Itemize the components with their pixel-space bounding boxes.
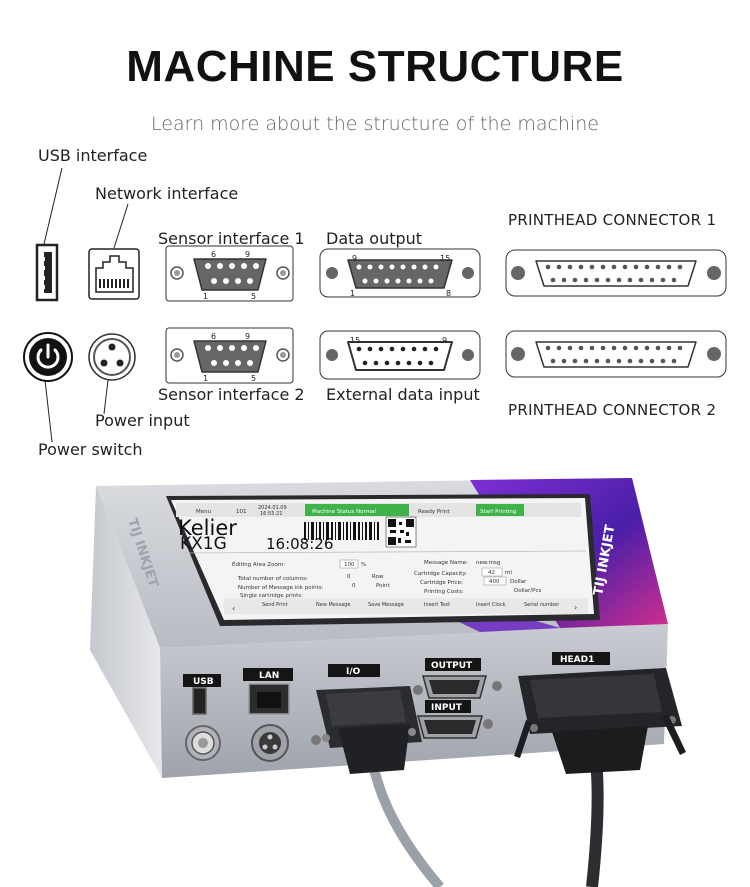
svg-text:I/O: I/O (346, 667, 361, 677)
printhead-connector-2-icon (505, 330, 727, 378)
svg-text:Number of Message ink points:: Number of Message ink points: (238, 585, 324, 591)
svg-text:400: 400 (489, 579, 500, 585)
svg-text:LAN: LAN (259, 671, 279, 681)
svg-text:INPUT: INPUT (431, 703, 463, 713)
sensor-interface-2-icon: 6 9 1 5 (165, 327, 294, 384)
svg-text:0: 0 (352, 583, 356, 589)
power-switch-icon (23, 332, 73, 382)
power-switch-label: Power switch (38, 440, 143, 459)
svg-text:1: 1 (203, 292, 208, 301)
printhead-connector-1-label: PRINTHEAD CONNECTOR 1 (508, 211, 717, 229)
svg-text:Insert Text: Insert Text (424, 602, 450, 608)
svg-text:‹: ‹ (232, 604, 235, 613)
svg-text:HEAD1: HEAD1 (560, 655, 594, 665)
screen-texts: Menu 101 2024.01.09 16:55:21 Machine Sta… (178, 505, 577, 613)
svg-text:KX1G: KX1G (180, 534, 227, 554)
svg-text:new.msg: new.msg (476, 560, 500, 566)
usb-port-icon (35, 243, 59, 302)
svg-text:Save Message: Save Message (368, 602, 404, 608)
svg-text:16:08:26: 16:08:26 (266, 535, 333, 553)
power-input-label: Power input (95, 411, 190, 430)
svg-text:8: 8 (446, 289, 451, 298)
svg-text:Editing Area Zoom:: Editing Area Zoom: (232, 562, 285, 568)
printer-controller-photo: Menu 101 2024.01.09 16:55:21 Machine Sta… (90, 478, 686, 887)
svg-text:9: 9 (245, 332, 250, 341)
external-data-input-label: External data input (326, 385, 480, 404)
sensor-interface-2-label: Sensor interface 2 (158, 385, 305, 404)
svg-text:9: 9 (245, 250, 250, 259)
svg-text:Single cartridge prints:: Single cartridge prints: (240, 593, 303, 599)
printhead-connector-2-label: PRINTHEAD CONNECTOR 2 (508, 401, 717, 419)
svg-text:New Message: New Message (316, 602, 350, 608)
svg-text:6: 6 (211, 332, 216, 341)
svg-text:Message Name:: Message Name: (424, 560, 468, 566)
data-output-label: Data output (326, 229, 423, 248)
svg-text:OUTPUT: OUTPUT (431, 661, 473, 671)
svg-text:Ready Print: Ready Print (418, 509, 450, 515)
printhead-connector-1-icon (505, 249, 727, 297)
svg-text:1: 1 (350, 289, 355, 298)
connector-diagram: 6 9 1 5 6 9 1 5 9 15 1 8 15 (23, 167, 727, 443)
sensor-interface-1-label: Sensor interface 1 (158, 229, 305, 248)
svg-text:ml: ml (505, 570, 512, 576)
svg-text:Row: Row (372, 574, 384, 580)
svg-text:Point: Point (376, 583, 390, 589)
svg-text:Machine Status Normal: Machine Status Normal (312, 509, 376, 515)
page-title: MACHINE STRUCTURE (126, 42, 624, 91)
svg-text:Dollar: Dollar (510, 579, 527, 585)
svg-text:15: 15 (350, 336, 360, 345)
svg-text:101: 101 (236, 509, 247, 515)
svg-text:9: 9 (352, 254, 357, 263)
svg-text:Kelier: Kelier (178, 516, 237, 540)
page-subtitle: Learn more about the structure of the ma… (151, 113, 599, 135)
svg-text:Cartridge Price:: Cartridge Price: (420, 580, 463, 586)
svg-text:100: 100 (344, 562, 355, 568)
svg-text:0: 0 (347, 574, 351, 580)
svg-text:16:55:21: 16:55:21 (260, 511, 282, 517)
svg-text:Total number of columns:: Total number of columns: (237, 576, 308, 582)
usb-interface-label: USB interface (38, 146, 148, 165)
svg-text:Cartridge Capacity:: Cartridge Capacity: (414, 571, 467, 577)
svg-text:Menu: Menu (196, 509, 211, 515)
svg-text:Serial number: Serial number (524, 602, 560, 608)
data-output-icon: 9 15 1 8 (319, 248, 481, 298)
svg-text:5: 5 (251, 292, 256, 301)
svg-text:%: % (361, 562, 366, 568)
svg-text:Send Print: Send Print (262, 602, 288, 608)
network-interface-label: Network interface (95, 184, 239, 203)
svg-text:Insert Clock: Insert Clock (476, 602, 506, 608)
svg-text:2024.01.09: 2024.01.09 (258, 505, 287, 511)
svg-text:USB: USB (193, 677, 214, 687)
svg-text:6: 6 (211, 250, 216, 259)
power-input-icon (88, 333, 136, 381)
svg-text:15: 15 (440, 254, 450, 263)
network-port-icon (88, 248, 140, 300)
sensor-interface-1-icon: 6 9 1 5 (165, 245, 294, 302)
svg-text:1: 1 (203, 374, 208, 383)
svg-text:Start Printing: Start Printing (480, 509, 516, 515)
svg-text:Dollar/Pcs: Dollar/Pcs (514, 588, 541, 594)
svg-text:9: 9 (442, 336, 447, 345)
svg-text:Printing Costs:: Printing Costs: (424, 589, 464, 595)
svg-text:42: 42 (488, 570, 495, 576)
svg-text:5: 5 (251, 374, 256, 383)
svg-text:›: › (574, 603, 577, 612)
external-data-input-icon: 15 9 (319, 330, 481, 380)
